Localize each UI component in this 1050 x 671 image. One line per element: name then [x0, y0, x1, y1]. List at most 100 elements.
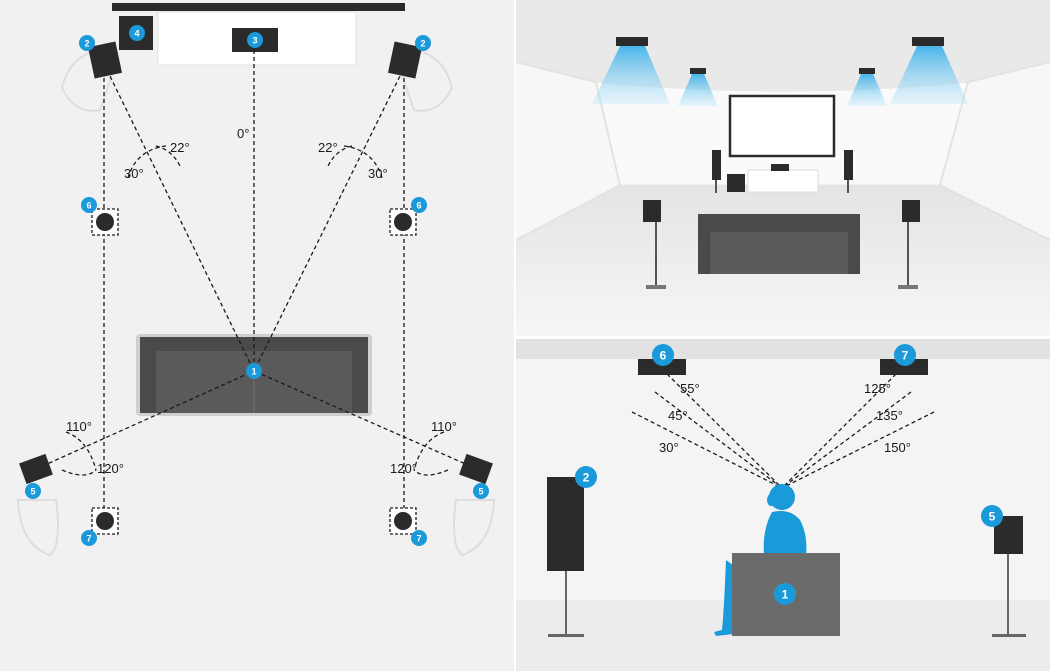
side-angle-125: 125°	[864, 381, 891, 396]
ceiling-speaker-1	[616, 37, 648, 46]
badge-overhead-left: 6	[652, 344, 674, 366]
badge-front-left: 2	[79, 35, 95, 51]
svg-text:6: 6	[86, 201, 91, 211]
side-angle-135: 135°	[876, 408, 903, 423]
room-subwoofer	[727, 174, 745, 192]
room-front-left-speaker	[712, 150, 721, 180]
badge-listener: 1	[246, 363, 262, 379]
room-center-speaker	[771, 164, 789, 171]
side-right-speaker	[389, 208, 417, 236]
surround-right-speaker	[459, 453, 493, 485]
line-overhead-150	[781, 411, 935, 489]
ceiling-speaker-4	[912, 37, 944, 46]
side-view-panel: 55° 45° 30° 125° 135° 150° 6 7 2 5 1	[516, 339, 1050, 671]
side-angle-45: 45°	[668, 408, 688, 423]
angle-label-left-110: 110°	[66, 419, 92, 434]
side-angle-55: 55°	[680, 381, 700, 396]
sight-lines	[35, 50, 478, 520]
room-ceiling	[516, 0, 1050, 91]
line-overhead-135	[781, 391, 912, 489]
badge-side-surround: 5	[981, 505, 1003, 527]
angle-label-right-22: 22°	[318, 140, 338, 155]
svg-text:2: 2	[84, 39, 89, 49]
svg-text:7: 7	[902, 349, 909, 363]
svg-text:5: 5	[30, 487, 35, 497]
arc-left-120	[61, 469, 97, 476]
angle-label-left-30: 30°	[124, 166, 144, 181]
sofa-arm-right	[352, 337, 368, 413]
panel-divider	[514, 0, 516, 671]
surround-left-speaker	[19, 453, 53, 485]
ceiling-cone-4	[890, 46, 968, 104]
line-overhead-45	[654, 391, 783, 489]
angle-label-right-120: 120°	[390, 461, 417, 476]
room-right-wall-line	[938, 61, 1050, 241]
badge-rear-right: 7	[411, 530, 427, 546]
svg-text:5: 5	[989, 510, 996, 524]
room-media-console	[747, 169, 819, 193]
badge-surround-left: 5	[25, 483, 41, 499]
chair-outline-surround-right	[453, 499, 496, 557]
side-front-speaker-base	[548, 634, 584, 637]
svg-text:1: 1	[782, 588, 789, 602]
overhead-speaker-right	[880, 359, 928, 375]
badge-rear-left: 7	[81, 530, 97, 546]
room-front-right-speaker	[844, 150, 853, 180]
tv-wall-bar	[112, 3, 405, 11]
ceiling-cone-1	[592, 46, 670, 104]
room-surround-left-speaker	[643, 200, 661, 222]
side-left-speaker	[91, 208, 119, 236]
badge-surround-right: 5	[473, 483, 489, 499]
ceiling-cone-2	[678, 74, 718, 106]
side-angle-150: 150°	[884, 440, 911, 455]
badge-front-right: 2	[415, 35, 431, 51]
overhead-angle-lines	[631, 368, 935, 489]
ceiling-cone-3	[847, 74, 887, 106]
angle-label-right-30: 30°	[368, 166, 388, 181]
rear-right-speaker	[389, 507, 417, 535]
front-left-speaker	[87, 41, 123, 79]
badge-side-right: 6	[411, 197, 427, 213]
plan-view-panel: 0° 22° 30° 22° 30° 110° 120° 110° 120° 4…	[0, 0, 514, 671]
angle-label-left-120: 120°	[97, 461, 124, 476]
room-surround-left-base	[646, 285, 666, 289]
line-overhead-125	[781, 368, 902, 489]
line-overhead-30	[631, 411, 783, 489]
angle-label-left-22: 22°	[170, 140, 190, 155]
side-angle-30: 30°	[659, 440, 679, 455]
room-sofa-arm-right	[848, 214, 860, 274]
horizontal-divider	[516, 336, 1050, 339]
svg-text:4: 4	[134, 29, 139, 39]
room-sofa-arm-left	[698, 214, 710, 274]
room-surround-right-base	[898, 285, 918, 289]
line-surround-left	[35, 370, 255, 470]
svg-text:3: 3	[252, 36, 257, 46]
badge-subwoofer: 4	[129, 25, 145, 41]
front-right-speaker	[387, 41, 423, 79]
angle-label-right-110: 110°	[431, 419, 457, 434]
side-surround-speaker-base	[992, 634, 1026, 637]
badge-center: 3	[247, 32, 263, 48]
svg-text:5: 5	[478, 487, 483, 497]
arc-left-110	[65, 431, 97, 471]
room-surround-right-speaker	[902, 200, 920, 222]
svg-text:7: 7	[86, 534, 91, 544]
svg-text:2: 2	[420, 39, 425, 49]
arc-right-110	[413, 431, 445, 471]
arc-right-120	[413, 469, 449, 476]
side-view-ceiling	[516, 339, 1050, 359]
angle-label-center: 0°	[237, 126, 249, 141]
line-surround-right	[253, 370, 478, 470]
side-front-speaker	[547, 477, 584, 571]
chair-outline-surround-left	[16, 499, 59, 557]
overhead-speaker-left	[638, 359, 686, 375]
svg-text:1: 1	[251, 367, 256, 377]
chair-outline-front-left	[60, 48, 114, 112]
ceiling-speaker-2	[690, 68, 706, 74]
svg-text:6: 6	[660, 349, 667, 363]
room-view-panel	[515, 0, 1050, 336]
room-left-wall-line	[515, 61, 622, 241]
badge-side-listener: 1	[774, 583, 796, 605]
